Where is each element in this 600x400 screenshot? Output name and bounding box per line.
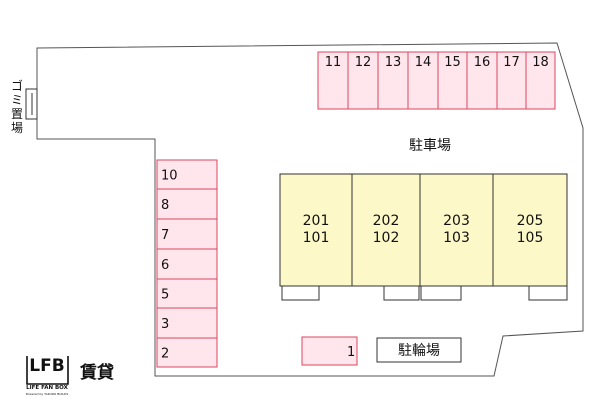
bicycle-parking: 駐輪場 — [376, 337, 462, 363]
parking-lot-box — [317, 51, 349, 110]
parking-area-label: 駐車場 — [409, 137, 451, 154]
parking-lot: 15 — [437, 51, 468, 110]
parking-lot: 5 — [156, 278, 218, 309]
parking-lot-box — [156, 248, 218, 280]
parking-lot-number: 2 — [161, 347, 169, 362]
parking-lot: 18 — [525, 51, 556, 110]
parking-lot-number: 15 — [444, 55, 461, 70]
parking-lot-box — [525, 51, 556, 110]
parking-lot-box — [156, 337, 218, 368]
unit-number-lower: 103 — [443, 230, 470, 246]
parking-lot-box — [301, 336, 358, 366]
parking-row-bottom: 1 — [301, 336, 358, 366]
parking-lot-box — [156, 218, 218, 250]
logo-name: LIFE FAN BOX — [26, 385, 69, 391]
parking-lot-number: 13 — [385, 55, 402, 70]
parking-lot: 16 — [466, 51, 498, 110]
parking-lot-box — [156, 307, 218, 339]
parking-lot: 12 — [347, 51, 379, 110]
unit-number-upper: 205 — [517, 213, 544, 229]
parking-lot-box — [156, 188, 218, 220]
parking-lot-number: 16 — [474, 55, 491, 70]
parking-lot-box — [156, 278, 218, 309]
parking-lot: 6 — [156, 248, 218, 280]
unit-number-upper: 201 — [303, 213, 330, 229]
logo-mark: LFB — [29, 356, 64, 376]
entrance-porch — [420, 285, 462, 301]
parking-lot-number: 14 — [415, 55, 432, 70]
garbage-char-2: 置 — [11, 107, 23, 121]
parking-lot-number: 12 — [355, 55, 372, 70]
unit-number-lower: 102 — [373, 230, 400, 246]
parking-lot-number: 3 — [161, 317, 169, 332]
parking-lot: 17 — [496, 51, 527, 110]
bicycle-parking-label: 駐輪場 — [398, 342, 440, 359]
unit-number-upper: 203 — [443, 213, 470, 229]
bicycle-parking-box — [376, 337, 462, 363]
parking-lot-box — [347, 51, 379, 110]
parking-lot: 14 — [407, 51, 439, 110]
entrance-porch — [281, 285, 320, 301]
unit-number-upper: 202 — [373, 213, 400, 229]
entrance-porch — [528, 285, 568, 301]
parking-lot: 1 — [301, 336, 358, 366]
parking-lot-number: 6 — [161, 258, 169, 273]
lfb-logo: LFB LIFE FAN BOX Powered by TAKURO BUILD… — [26, 356, 114, 396]
parking-lot: 10 — [156, 159, 218, 190]
parking-lot-box — [156, 159, 218, 190]
parking-lot: 11 — [317, 51, 349, 110]
parking-lot-number: 8 — [161, 198, 169, 213]
building-box — [351, 173, 421, 287]
logo-sub: Powered by TAKURO BUILDS — [26, 392, 69, 396]
parking-lot: 2 — [156, 337, 218, 368]
parking-lot-number: 18 — [532, 55, 549, 70]
garbage-char-3: 場 — [11, 121, 23, 135]
parking-lot-number: 1 — [347, 345, 355, 360]
rent-label: 賃貸 — [79, 362, 114, 383]
unit-number-lower: 105 — [517, 230, 544, 246]
parking-lot-number: 7 — [161, 228, 169, 243]
garbage-char-1: ミ — [11, 93, 23, 107]
entrance-porch — [383, 285, 420, 301]
parking-lot-number: 17 — [503, 55, 520, 70]
parking-lot: 7 — [156, 218, 218, 250]
building-box — [279, 173, 353, 287]
parking-lot: 8 — [156, 188, 218, 220]
garbage-area: ゴ ミ 置 場 — [11, 78, 38, 135]
unit-number-lower: 101 — [303, 230, 330, 246]
parking-lot-number: 5 — [161, 288, 169, 303]
parking-lot-number: 11 — [325, 55, 342, 70]
garbage-char-0: ゴ — [11, 78, 23, 93]
parking-column-left: 10 8 7 6 5 3 2 — [156, 159, 218, 368]
parking-lot-number: 10 — [161, 169, 178, 184]
parking-lot: 3 — [156, 307, 218, 339]
logo-frame — [26, 356, 69, 385]
parking-lot: 13 — [377, 51, 409, 110]
parking-row-top: 11 12 13 14 15 16 17 18 — [317, 51, 556, 110]
